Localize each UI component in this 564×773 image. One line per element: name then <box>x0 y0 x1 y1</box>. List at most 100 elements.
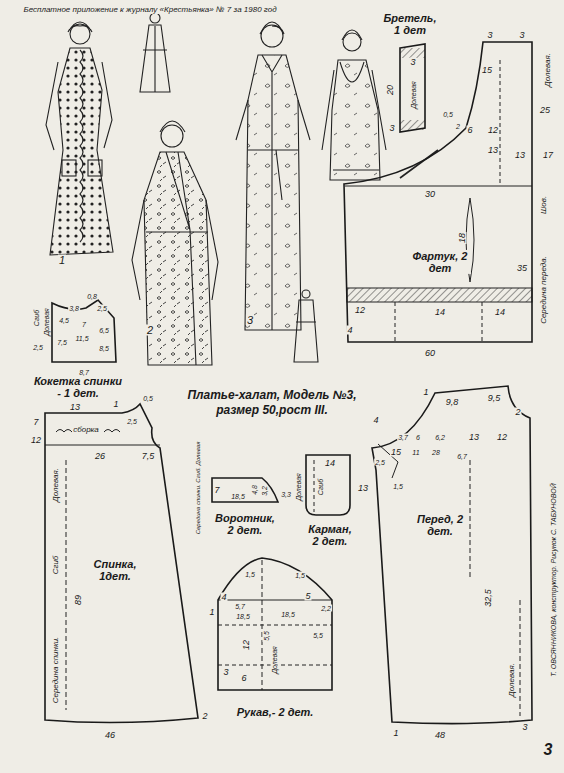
dimension-label: 6,7 <box>456 453 468 460</box>
dimension-label: 18,5 <box>230 493 246 500</box>
piece-contour <box>52 300 116 362</box>
dimension-label: Середина переда. <box>540 255 548 325</box>
dimension-label: 30 <box>424 190 436 199</box>
dimension-label: 9,5 <box>487 394 502 403</box>
piece-contour <box>306 455 350 515</box>
dimension-label: 1 <box>208 608 215 617</box>
dimension-label: 4,8 <box>251 484 258 496</box>
dimension-label: 3 <box>246 315 254 326</box>
dimension-label: 13 <box>468 433 480 442</box>
piece-contour <box>344 42 532 342</box>
dimension-label: 13 <box>487 146 499 155</box>
dimension-label: 14 <box>434 308 446 317</box>
dimension-label: 7,5 <box>56 339 68 346</box>
dimension-label: 3 <box>518 31 525 40</box>
pattern-title: Платье-халат, Модель №3, размер 50,рост … <box>185 388 360 418</box>
dimension-label: Долевая <box>410 80 417 110</box>
piece-name: Кокетка спинки - 1 дет. <box>32 375 124 399</box>
dimension-label: 0,5 <box>442 111 454 118</box>
dimension-label: 60 <box>424 349 436 358</box>
dimension-label: 12 <box>496 433 508 442</box>
dimension-label: сборка <box>72 426 100 434</box>
dimension-label: Долевая. <box>52 467 60 503</box>
dimension-label: 3,7 <box>397 434 409 441</box>
dimension-label: 1,5 <box>392 483 404 490</box>
piece-outline <box>340 38 536 348</box>
dimension-label: 4,5 <box>58 317 70 324</box>
dimension-label: 2,5 <box>96 305 108 312</box>
dimension-label: 46 <box>104 731 116 740</box>
dimension-label: 1 <box>112 400 119 409</box>
dimension-label: 4 <box>220 593 227 602</box>
pattern-piece: Фартук, 2 дет <box>340 38 536 348</box>
dimension-label: 0,5 <box>142 395 154 402</box>
piece-name: Бретель, 1 дет <box>379 12 441 36</box>
dimension-label: 4 <box>346 326 353 335</box>
dimension-label: 2,5 <box>374 459 386 466</box>
dimension-label: 6 <box>240 674 247 683</box>
dimension-label: 35 <box>516 264 528 273</box>
dimension-label: 12 <box>487 126 499 135</box>
dimension-label: 15 <box>390 448 402 457</box>
dimension-label: 1,5 <box>294 572 306 579</box>
dimension-label: 18,5 <box>280 611 296 618</box>
piece-name: Воротник, 2 дет. <box>214 512 276 536</box>
dimension-label: 2 <box>455 123 461 130</box>
dimension-label: Середина спинки. <box>52 636 60 705</box>
dimension-label: 8,7 <box>78 369 90 376</box>
dimension-label: Долевая. <box>544 52 552 88</box>
dimension-label: 28 <box>431 449 441 456</box>
piece-name: Рукав,- 2 дет. <box>236 706 314 718</box>
dimension-label: 1 <box>58 255 66 266</box>
dimension-label: 1 <box>392 729 399 738</box>
dimension-label: 15 <box>481 66 493 75</box>
dimension-label: 7 <box>213 486 220 495</box>
dimension-label: 26 <box>94 452 106 461</box>
dimension-label: 11,5 <box>74 335 89 342</box>
dimension-label: 5,5 <box>312 632 324 639</box>
piece-name: Спинка, 1дет. <box>84 558 146 582</box>
dimension-label: 6,2 <box>434 434 446 441</box>
pattern-piece: Спинка, 1дет. <box>40 398 204 726</box>
piece-contour <box>45 404 198 723</box>
dimension-label: 1,5 <box>244 571 256 578</box>
piece-name: Карман, 2 дет. <box>304 523 356 547</box>
dimension-label: 2 <box>201 712 208 721</box>
dimension-label: 18,5 <box>235 613 251 620</box>
dimension-label: 3,8 <box>68 305 80 312</box>
dimension-label: 5 <box>304 592 311 601</box>
dimension-label: 1 <box>422 388 429 397</box>
dimension-label: 48 <box>434 731 446 740</box>
dimension-label: 89 <box>74 594 83 606</box>
dimension-label: 2,5 <box>32 344 44 351</box>
dimension-label: 2,2 <box>320 605 332 612</box>
piece-contour <box>218 558 332 690</box>
dimension-label: Долевая <box>295 472 302 502</box>
dimension-label: 2,5 <box>126 418 138 425</box>
credit-line: Т. ОВСЯННИКОВА, конструктор. Рисунок С. … <box>550 482 557 677</box>
piece-contour <box>400 44 425 132</box>
dimension-label: 13 <box>514 151 526 160</box>
piece-contour <box>212 478 278 502</box>
dimension-label: 0,8 <box>86 293 98 300</box>
dimension-label: 5,5 <box>263 630 270 642</box>
dimension-label: 5,7 <box>234 603 246 610</box>
dimension-label: 6 <box>415 434 421 441</box>
fashion-figures <box>46 13 386 365</box>
dimension-label: 17 <box>542 151 554 160</box>
piece-name: Фартук, 2 дет <box>409 250 471 274</box>
dimension-label: 2 <box>514 408 521 417</box>
dimension-label: 6 <box>466 126 473 135</box>
dimension-label: 20 <box>386 84 395 96</box>
dimension-label: 14 <box>494 308 506 317</box>
dimension-label: 3 <box>486 31 493 40</box>
piece-contour <box>372 386 532 724</box>
dimension-label: 2 <box>146 325 154 336</box>
dimension-label: 3,3 <box>280 491 292 498</box>
dimension-label: 3 <box>521 723 528 732</box>
dimension-label: Долевая <box>43 307 50 337</box>
dimension-label: Сгиб <box>52 555 60 576</box>
page-number: 3 <box>543 742 554 758</box>
dimension-label: 3,2 <box>261 485 268 497</box>
dimension-label: 12 <box>354 306 366 315</box>
